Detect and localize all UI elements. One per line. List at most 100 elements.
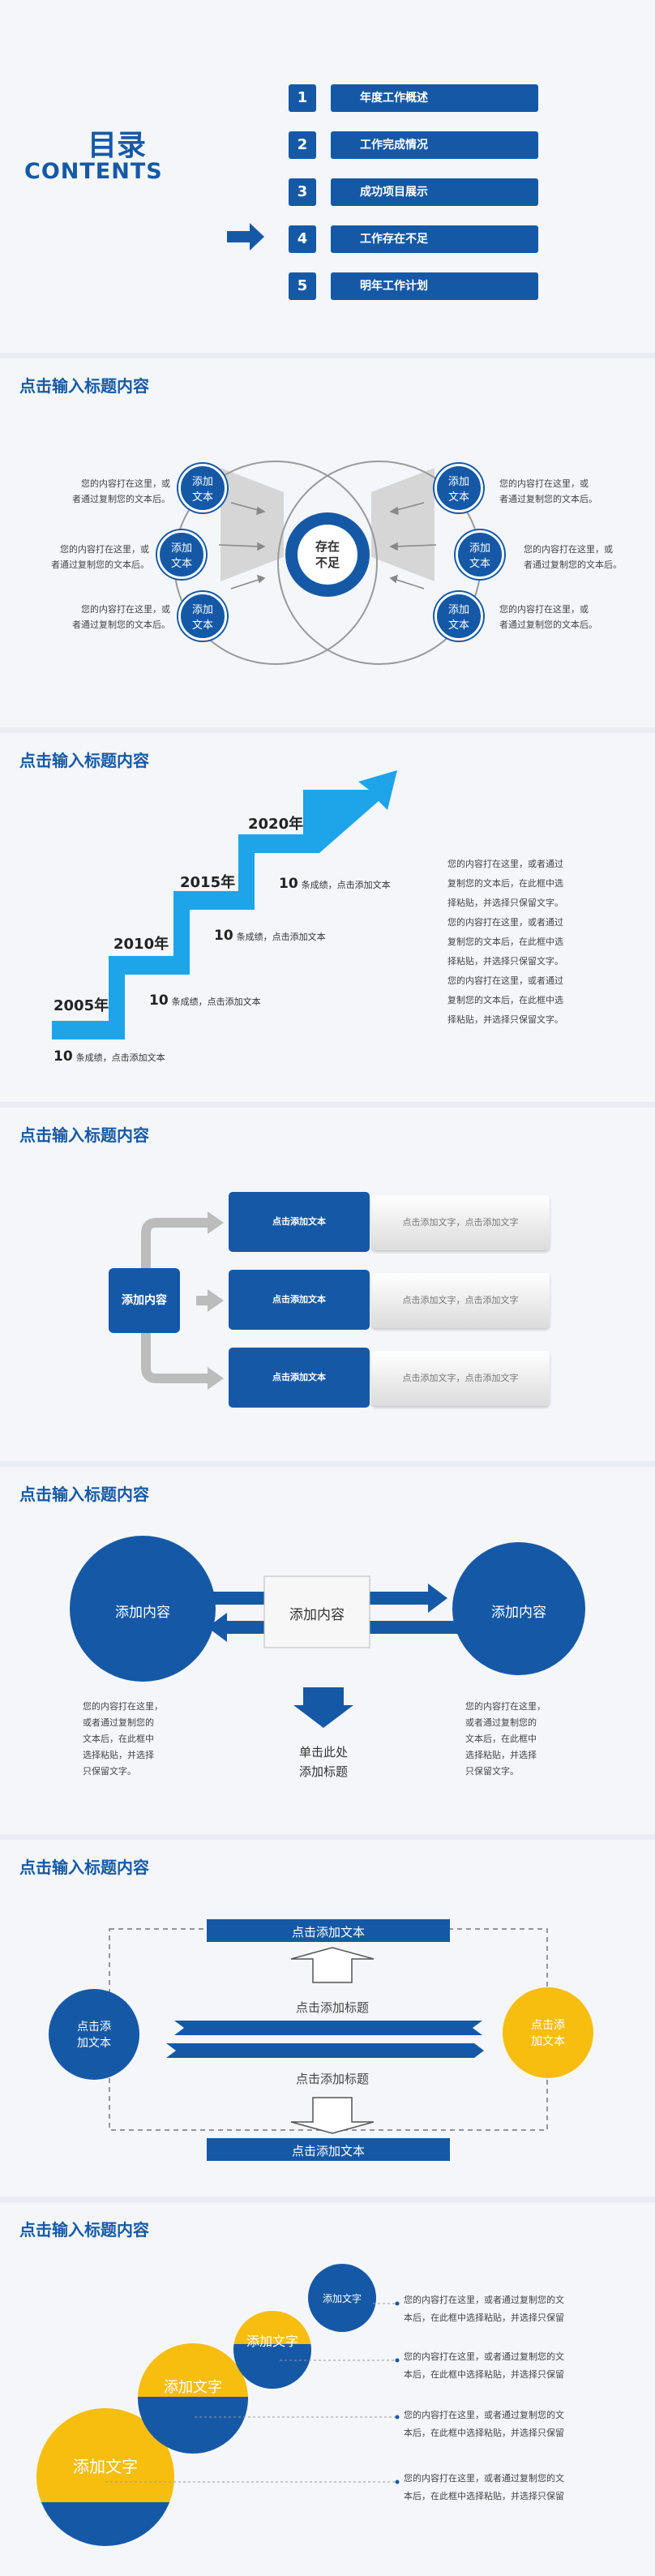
slide-title: 点击输入标题内容 (19, 1858, 149, 1877)
node-label-line: 添加 (170, 542, 192, 555)
node-label-line: 添加 (191, 476, 213, 488)
paragraph-line: 或者通过复制您的 (465, 1717, 537, 1728)
node-label-line: 文本 (447, 491, 469, 504)
slide-6: 点击输入标题内容 点击添加文本 点击添加文本 点击添加标题 点击添加标题 点击添… (0, 1840, 655, 2197)
row-label: 点击添加文本 (229, 1270, 370, 1330)
right-circle-label: 点击添 加文本 (507, 2017, 589, 2050)
bubble-label: 添加文字 (73, 2457, 138, 2476)
bubble-text: 您的内容打在这里，或者通过复制您的文本后，在此框中选择粘贴，并选择只保留 (404, 2407, 647, 2442)
paragraph-line: 复制您的文本后，在此框中选 (447, 937, 563, 947)
node-circle: 添加文本 (157, 530, 206, 579)
text-line: 您的内容打在这里，或 (499, 478, 589, 489)
up-arrow-label: 点击添加标题 (295, 2000, 369, 2015)
node-label-line: 文本 (191, 491, 213, 504)
down-arrow-label: 点击添加标题 (295, 2072, 369, 2086)
node-circle: 添加文本 (178, 464, 227, 512)
text-line: 本后，在此框中选择粘贴，并选择只保留 (404, 2491, 564, 2501)
cycle-diagram (49, 1919, 593, 2161)
paragraph-line: 复制您的文本后，在此框中选 (447, 995, 563, 1005)
node-label-line: 文本 (191, 619, 213, 632)
middle-box-label: 添加内容 (289, 1607, 345, 1623)
text-line: 您的内容打在这里，或 (81, 478, 170, 489)
text-line: 您的内容打在这里，或者通过复制您的文 (404, 2295, 564, 2305)
toc-number: 4 (289, 225, 316, 253)
toc-label: 年度工作概述 (331, 84, 538, 112)
paragraph-line: 您的内容打在这里，或者通过 (447, 917, 563, 928)
left-circle-line: 加文本 (77, 2037, 111, 2050)
right-text: 您的内容打在这里，或者通过复制您的文本后。 (499, 476, 613, 507)
center-label: 存在 不足 (298, 538, 357, 571)
slide-2: 点击输入标题内容 存在 不足 添加文本添加文本添加文本添加文本添加文本添加文本 … (0, 358, 655, 727)
step-text: 条成绩，点击添加文本 (75, 1052, 165, 1063)
node-label-line: 文本 (469, 558, 490, 570)
paragraph-line: 您的内容打在这里， (465, 1701, 546, 1712)
paragraph-line: 文本后，在此框中 (83, 1734, 154, 1744)
branch-arrows (141, 1211, 224, 1390)
step-text: 条成绩，点击添加文本 (236, 932, 326, 942)
step-text: 条成绩，点击添加文本 (301, 880, 391, 890)
side-paragraph: 您的内容打在这里，或者通过复制您的文本后，在此框中选择粘贴，并选择只保留文字。您… (447, 855, 642, 1030)
row-label: 点击添加文本 (229, 1348, 370, 1408)
bubble-label: 添加文字 (164, 2379, 222, 2396)
node-circle: 添加文本 (456, 530, 504, 579)
node-label-line: 添加 (469, 542, 490, 555)
toc-number: 1 (289, 84, 316, 112)
text-line: 者通过复制您的文本后。 (499, 619, 597, 630)
year-label: 2005年 (54, 997, 109, 1014)
text-line: 您的内容打在这里，或 (60, 544, 149, 555)
bubble-label: 添加文字 (322, 2293, 362, 2304)
node-circle: 添加文本 (178, 592, 227, 641)
paragraph-line: 选择粘贴，并选择 (83, 1750, 154, 1760)
left-circle-label: 添加内容 (115, 1605, 170, 1621)
toc-item[interactable]: 4 工作存在不足 (289, 225, 540, 253)
paragraph-line: 您的内容打在这里，或者通过 (447, 859, 563, 869)
node-label-line: 添加 (447, 476, 469, 488)
paragraph-line: 择粘贴，并选择只保留文字。 (447, 956, 563, 967)
slide-title: 点击输入标题内容 (19, 376, 149, 396)
paragraph-line: 选择粘贴，并选择 (465, 1750, 537, 1760)
toc-label: 成功项目展示 (331, 178, 538, 206)
node-label-line: 文本 (170, 558, 192, 570)
toc-label: 工作存在不足 (331, 225, 538, 253)
left-circle-line: 点击添 (77, 2021, 111, 2034)
left-circle-label: 点击添 加文本 (54, 2019, 135, 2051)
left-text: 您的内容打在这里，或者通过复制您的文本后。 (57, 476, 170, 507)
step-number: 10 (149, 992, 169, 1009)
toc-item[interactable]: 1 年度工作概述 (289, 84, 540, 112)
left-paragraph: 您的内容打在这里，或者通过复制您的文本后，在此框中选择粘贴，并选择只保留文字。 (83, 1699, 196, 1780)
row-text: 点击添加文字，点击添加文字 (371, 1273, 550, 1328)
step-number: 10 (279, 876, 298, 892)
paragraph-line: 您的内容打在这里，或者通过 (447, 975, 563, 986)
text-line: 本后，在此框中选择粘贴，并选择只保留 (404, 2312, 564, 2323)
toc-label: 明年工作计划 (331, 272, 538, 300)
paragraph-line: 只保留文字。 (83, 1766, 136, 1777)
bubble-text: 您的内容打在这里，或者通过复制您的文本后，在此框中选择粘贴，并选择只保留 (404, 2470, 647, 2505)
step-number: 10 (214, 928, 233, 944)
bubble-diagram (36, 2264, 400, 2546)
node-label-line: 添加 (191, 604, 213, 616)
right-paragraph: 您的内容打在这里，或者通过复制您的文本后，在此框中选择粘贴，并选择只保留文字。 (465, 1699, 579, 1780)
node-circle: 添加文本 (435, 464, 483, 512)
slide-title: 点击输入标题内容 (19, 1125, 149, 1145)
text-line: 您的内容打在这里，或者通过复制您的文 (404, 2410, 564, 2420)
node-label-line: 文本 (447, 619, 469, 632)
row-text: 点击添加文字，点击添加文字 (371, 1351, 550, 1406)
paragraph-line: 复制您的文本后，在此框中选 (447, 878, 563, 889)
contents-title-en: CONTENTS (24, 159, 163, 184)
right-circle-line: 加文本 (531, 2035, 565, 2048)
toc-label: 工作完成情况 (331, 131, 538, 159)
step-number: 10 (54, 1048, 73, 1065)
bottom-title: 单击此处 添加标题 (276, 1742, 371, 1781)
slide-title: 点击输入标题内容 (19, 1485, 149, 1504)
node-circle: 添加文本 (435, 592, 483, 641)
top-bar-label: 点击添加文本 (291, 1925, 365, 1940)
text-line: 者通过复制您的文本后。 (51, 559, 149, 570)
text-line: 您的内容打在这里，或者通过复制您的文 (404, 2351, 564, 2362)
text-line: 您的内容打在这里，或 (499, 604, 589, 615)
